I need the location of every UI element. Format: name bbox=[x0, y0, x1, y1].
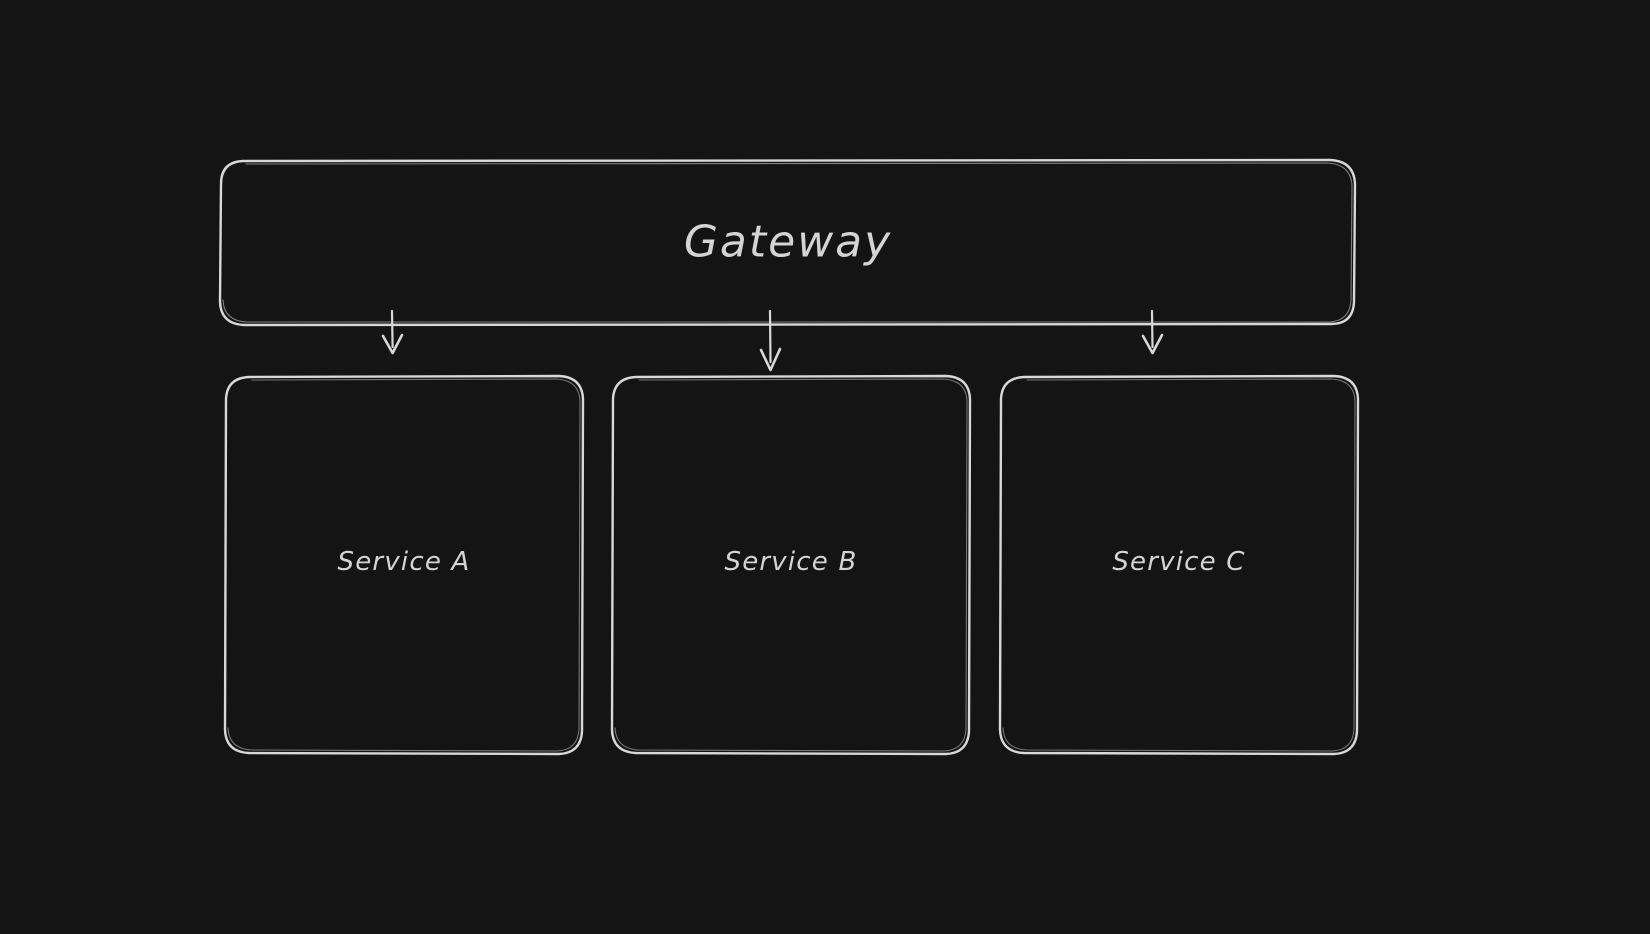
node-service-b[interactable] bbox=[610, 374, 972, 756]
node-label-service-a: Service A bbox=[337, 547, 471, 577]
service-b-box-outline-sketch bbox=[614, 378, 968, 752]
arrowhead-icon bbox=[381, 333, 404, 355]
arrowhead-icon bbox=[759, 347, 782, 372]
arrowhead-icon bbox=[1141, 333, 1164, 355]
edge-gateway-service-a[interactable] bbox=[381, 309, 404, 355]
service-b-box-outline bbox=[610, 374, 972, 756]
node-service-c[interactable] bbox=[998, 374, 1360, 756]
edge-gateway-service-b[interactable] bbox=[759, 309, 782, 372]
service-a-box-outline-sketch bbox=[227, 378, 581, 752]
node-service-a[interactable] bbox=[223, 374, 585, 756]
service-c-box-outline-sketch bbox=[1002, 378, 1356, 752]
edge-gateway-service-c[interactable] bbox=[1141, 309, 1164, 355]
service-a-box-outline bbox=[223, 374, 585, 756]
service-c-box-outline bbox=[998, 374, 1360, 756]
node-label-gateway: Gateway bbox=[683, 216, 893, 268]
node-label-service-b: Service B bbox=[724, 547, 858, 577]
edge-shaft bbox=[390, 309, 394, 349]
gateway-box-outline-sketch bbox=[222, 162, 1353, 323]
edge-shaft bbox=[1150, 309, 1154, 349]
node-label-service-c: Service C bbox=[1112, 547, 1246, 577]
edge-shaft bbox=[768, 309, 772, 364]
node-gateway[interactable] bbox=[218, 158, 1357, 327]
gateway-box-outline bbox=[218, 158, 1357, 327]
